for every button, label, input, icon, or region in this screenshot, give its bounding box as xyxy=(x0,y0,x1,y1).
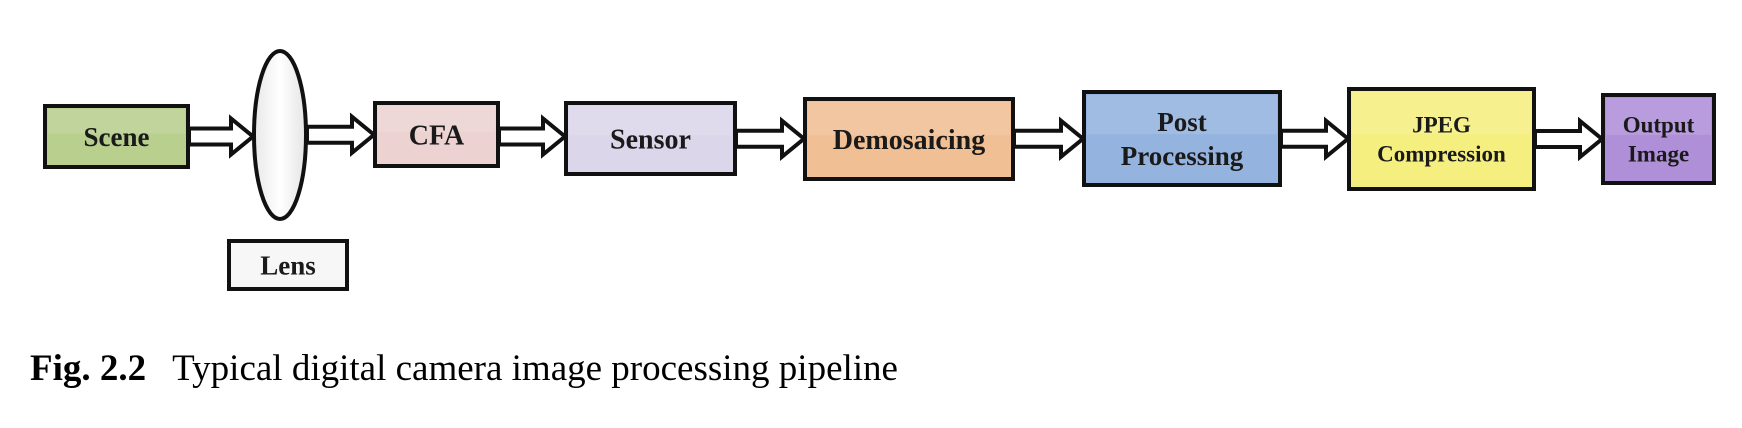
arrow-post-processing-to-jpeg-compression xyxy=(1279,116,1352,161)
demosaicing-box xyxy=(803,97,1015,181)
stage-sensor: Sensor xyxy=(564,101,737,176)
arrow-lens-to-cfa xyxy=(305,112,378,157)
post-processing-label-line: Post xyxy=(1157,107,1207,137)
arrow-demosaicing-to-post-processing xyxy=(1012,116,1087,161)
lens-label-box xyxy=(227,239,349,291)
post-processing-box xyxy=(1082,90,1282,187)
cfa-sheen xyxy=(378,106,495,132)
scene-sheen xyxy=(48,109,185,134)
jpeg-compression-sheen xyxy=(1352,92,1531,135)
arrow-scene-to-lens xyxy=(187,114,257,159)
sensor-box xyxy=(564,101,737,176)
output-image-sheen xyxy=(1606,98,1711,135)
cfa-label-line: CFA xyxy=(409,120,465,151)
demosaicing-sheen xyxy=(808,102,1010,136)
scene-label-line: Scene xyxy=(84,122,150,152)
sensor-sheen xyxy=(569,106,732,136)
demosaicing-label-line: Demosaicing xyxy=(833,125,985,156)
jpeg-compression-label-line: Compression xyxy=(1377,141,1506,166)
output-image-box xyxy=(1601,93,1716,185)
stage-jpeg-compression: JPEG Compression xyxy=(1347,87,1536,191)
stage-cfa: CFA xyxy=(373,101,500,168)
cfa-box xyxy=(373,101,500,168)
arrow-sensor-to-demosaicing xyxy=(734,116,808,161)
output-image-label-line: Image xyxy=(1628,141,1689,166)
lens-label: Lens xyxy=(260,250,316,280)
stage-scene: Scene xyxy=(43,104,190,169)
figure-caption-text: Typical digital camera image processing … xyxy=(172,348,898,389)
arrows-layer xyxy=(187,112,1606,162)
sensor-label-line: Sensor xyxy=(610,124,691,155)
arrow-jpeg-compression-to-output-image xyxy=(1533,116,1606,162)
post-processing-label-line: Processing xyxy=(1121,141,1244,171)
figure-number: Fig. 2.2 xyxy=(30,348,147,389)
lens-icon xyxy=(252,49,308,221)
stage-demosaicing: Demosaicing xyxy=(803,97,1015,181)
figure-caption: Fig. 2.2 Typical digital camera image pro… xyxy=(30,347,898,390)
stage-lens: Lens xyxy=(227,49,349,291)
jpeg-compression-box xyxy=(1347,87,1536,191)
scene-box xyxy=(43,104,190,169)
jpeg-compression-label-line: JPEG xyxy=(1412,113,1471,138)
arrow-cfa-to-sensor xyxy=(497,114,569,159)
output-image-label-line: Output xyxy=(1623,113,1695,138)
post-processing-sheen xyxy=(1087,95,1277,135)
